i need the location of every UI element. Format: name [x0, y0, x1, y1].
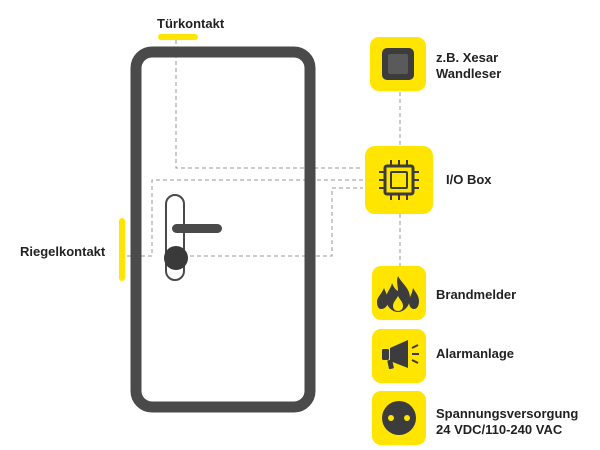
lock-cylinder [164, 246, 188, 270]
power-supply-label: Spannungsversorgung 24 VDC/110-240 VAC [436, 406, 578, 438]
connector-lines [125, 40, 401, 266]
wall-reader-icon [382, 48, 414, 80]
lock-frame-line [125, 179, 363, 257]
door-contact-marker [158, 34, 198, 40]
bolt-contact-line [176, 187, 363, 257]
door-lock [164, 194, 222, 281]
fire-detector-label: Brandmelder [436, 287, 517, 302]
alarm-system-box [372, 329, 426, 383]
megaphone-icon [382, 340, 419, 370]
door-frame [130, 46, 316, 413]
wall-reader-label-line1: z.B. Xesar [436, 50, 499, 65]
alarm-system-label: Alarmanlage [436, 346, 515, 361]
wall-reader-label-line2: Wandleser [436, 66, 502, 81]
door-handle [172, 224, 222, 233]
power-supply-box [372, 391, 426, 445]
io-box [365, 146, 433, 214]
power-supply-label-line1: Spannungsversorgung [436, 406, 579, 421]
io-box-label: I/O Box [446, 172, 492, 187]
fire-icon [377, 276, 419, 312]
fire-detector-box [372, 266, 426, 320]
wall-reader-label: z.B. Xesar Wandleser [436, 50, 501, 82]
door-contact-line [175, 40, 363, 169]
bolt-contact-marker [119, 218, 125, 281]
wall-reader-box [370, 37, 426, 91]
power-supply-label-line2: 24 VDC/110-240 VAC [436, 422, 563, 437]
socket-icon [382, 401, 416, 435]
bolt-contact-label: Riegelkontakt [20, 244, 106, 259]
chip-icon [379, 160, 419, 200]
door-contact-label: Türkontakt [157, 16, 225, 31]
